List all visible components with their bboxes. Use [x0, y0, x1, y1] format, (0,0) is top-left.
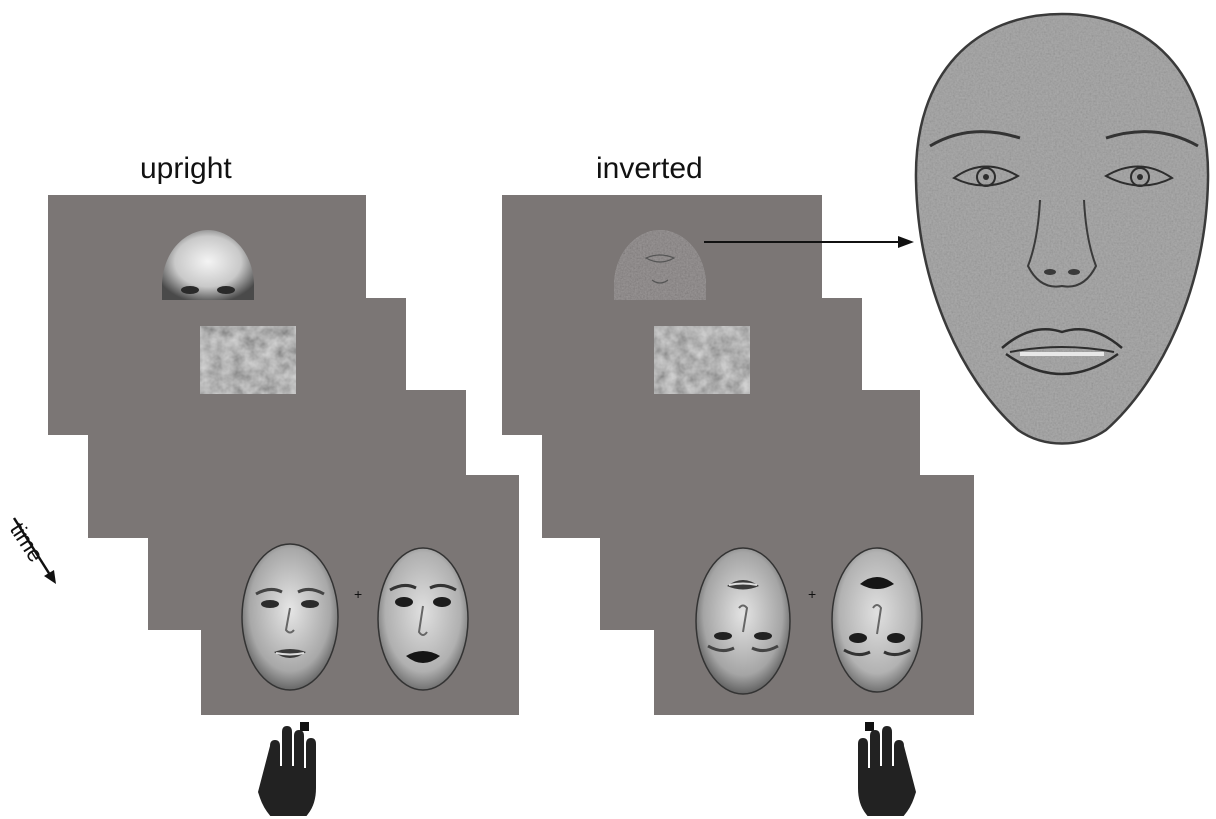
enlarged-filtered-face	[914, 12, 1210, 445]
inverted-label: inverted	[596, 152, 703, 185]
inverted-fixation-cross: +	[808, 586, 817, 602]
upright-label: upright	[140, 152, 232, 185]
upright-face-right	[377, 547, 469, 691]
time-arrow-icon	[12, 517, 56, 584]
inverted-face-cue	[614, 230, 706, 300]
upright-face-cue	[162, 230, 254, 300]
hand-response-icon	[258, 722, 316, 816]
upright-face-left	[241, 543, 339, 691]
arrow-icon	[704, 236, 914, 248]
upright-fixation-cross: +	[354, 586, 363, 602]
hand-response-icon-right	[858, 722, 916, 816]
inverted-noise-mask	[654, 326, 750, 394]
inverted-face-right	[831, 547, 923, 693]
upright-noise-mask	[200, 326, 296, 394]
inverted-face-left	[695, 547, 791, 695]
